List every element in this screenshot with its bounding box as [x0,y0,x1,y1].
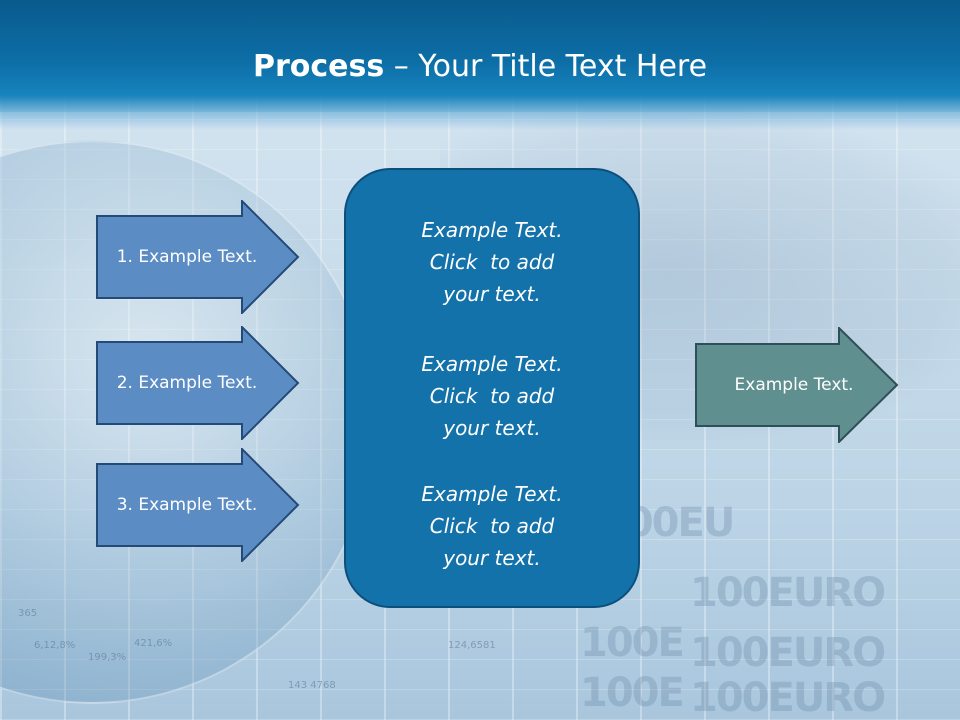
center-text-line: Click to add [429,250,555,274]
process-step-arrow-3[interactable]: 3. Example Text. [96,448,300,562]
process-step-label: 3. Example Text. [116,495,258,515]
center-text-block-2[interactable]: Example Text. Click to add your text. [346,348,638,444]
background-number: 124,6581 [448,640,496,651]
arrow-right-icon [96,200,300,314]
process-step-label: 1. Example Text. [116,247,258,267]
process-result-label: Example Text. [734,375,854,395]
process-step-arrow-2[interactable]: 2. Example Text. [96,326,300,440]
process-step-label: 2. Example Text. [116,373,258,393]
slide-title-rest: – Your Title Text Here [384,49,708,84]
slide-title[interactable]: Process – Your Title Text Here [0,52,960,82]
banknote-text: 100EURO [690,630,886,676]
banknote-text: 100E [580,670,685,716]
process-step-arrow-1[interactable]: 1. Example Text. [96,200,300,314]
center-text-line: Example Text. [421,218,563,242]
banknote-text: 100EURO [690,570,886,616]
center-text-line: Click to add [429,384,555,408]
center-process-box[interactable]: Example Text. Click to add your text. Ex… [344,168,640,608]
slide-title-bold: Process [252,49,385,84]
arrow-right-icon [695,327,899,443]
background-number: 143 4768 [288,680,336,691]
arrow-right-icon [96,326,300,440]
banknote-text: 100EURO [690,675,886,720]
banknote-text: 100E [580,620,685,666]
center-text-block-1[interactable]: Example Text. Click to add your text. [346,214,638,310]
title-bar: Process – Your Title Text Here [0,0,960,130]
center-text-line: your text. [443,416,541,440]
center-text-line: Example Text. [421,352,563,376]
center-text-line: your text. [443,546,541,570]
center-text-block-3[interactable]: Example Text. Click to add your text. [346,478,638,574]
background-number: 199,3% [88,652,127,663]
arrow-right-icon [96,448,300,562]
background-number: 365 [18,608,38,619]
center-text-line: your text. [443,282,541,306]
background-number: 6,12,8% [34,640,76,651]
background-number: 421,6% [134,638,173,649]
center-text-line: Click to add [429,514,555,538]
center-text-line: Example Text. [421,482,563,506]
process-result-arrow[interactable]: Example Text. [695,327,899,443]
